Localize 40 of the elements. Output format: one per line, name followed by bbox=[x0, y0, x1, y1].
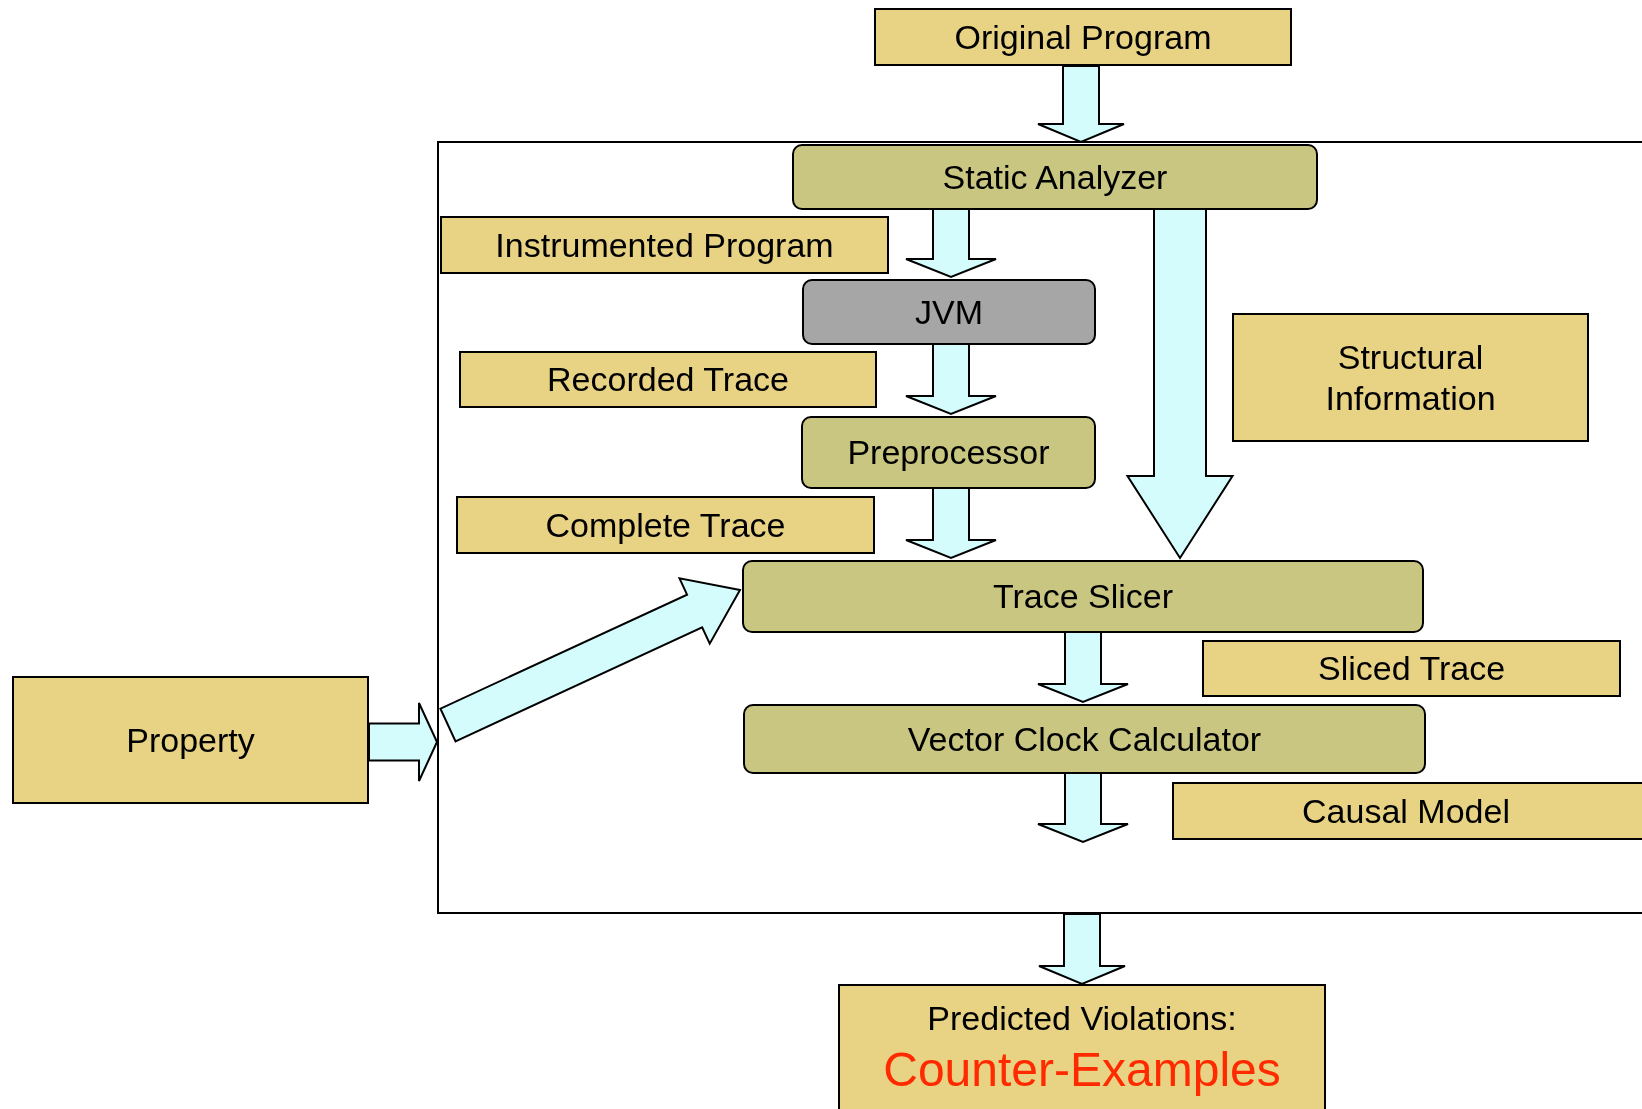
node-label: Predicted Violations: bbox=[927, 998, 1237, 1039]
label-box bbox=[874, 8, 1292, 66]
label-box bbox=[456, 496, 875, 554]
label-box bbox=[440, 216, 889, 274]
label-box bbox=[459, 351, 877, 408]
block-arrow bbox=[1125, 207, 1235, 560]
block-arrow bbox=[1038, 913, 1126, 986]
block-arrow bbox=[905, 342, 997, 416]
process-box bbox=[801, 416, 1096, 489]
node-label: Vector Clock Calculator bbox=[907, 718, 1262, 760]
process-box bbox=[792, 144, 1318, 210]
process-box bbox=[743, 704, 1426, 774]
block-arrow bbox=[1037, 65, 1125, 144]
node-label: Sliced Trace bbox=[1317, 648, 1506, 689]
node-label: Causal Model bbox=[1302, 790, 1510, 832]
label-box bbox=[12, 676, 369, 804]
label-box bbox=[1232, 313, 1589, 442]
system-frame bbox=[437, 141, 1642, 914]
block-arrow bbox=[1037, 771, 1129, 844]
label-box bbox=[1202, 640, 1621, 697]
process-box bbox=[742, 560, 1424, 633]
process-box bbox=[802, 279, 1096, 345]
node-label: Trace Slicer bbox=[992, 576, 1174, 617]
highlight-label: Counter-Examples bbox=[883, 1041, 1281, 1098]
block-arrow bbox=[905, 207, 997, 279]
node-label: Static Analyzer bbox=[942, 156, 1168, 198]
node-label: Original Program bbox=[954, 16, 1212, 58]
node-label: Structural Information bbox=[1324, 336, 1497, 419]
node-label: Preprocessor bbox=[847, 432, 1050, 473]
node-label: Recorded Trace bbox=[547, 359, 789, 400]
block-arrow bbox=[439, 576, 742, 743]
result-box bbox=[838, 984, 1326, 1109]
label-box bbox=[1172, 782, 1642, 840]
node-label: Complete Trace bbox=[545, 504, 786, 546]
node-label: Instrumented Program bbox=[495, 224, 834, 266]
block-arrow bbox=[1037, 630, 1129, 704]
node-label: Property bbox=[126, 719, 255, 761]
block-arrow bbox=[905, 486, 997, 560]
node-label: JVM bbox=[915, 291, 983, 333]
block-arrow bbox=[368, 702, 439, 782]
